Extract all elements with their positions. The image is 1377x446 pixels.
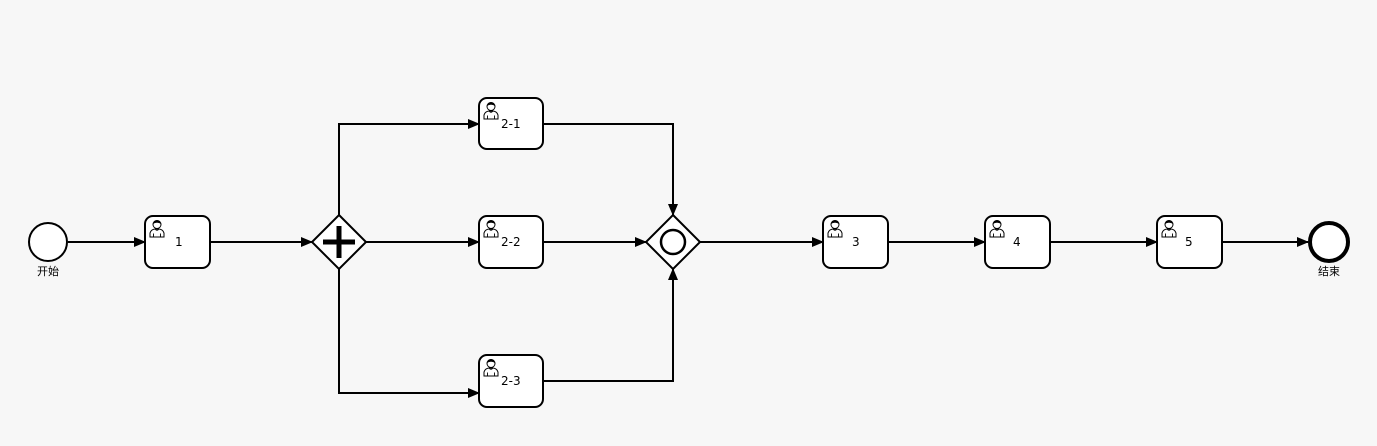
- flow-split-to-2-3[interactable]: [338, 269, 480, 398]
- sequence-flows: [68, 119, 1309, 398]
- flow-2-3-to-join[interactable]: [543, 268, 678, 382]
- task-2-2[interactable]: 2-2: [478, 215, 544, 269]
- plus-icon: [323, 226, 355, 258]
- inclusive-gateway-join[interactable]: [644, 213, 702, 271]
- flow-2-1-to-join[interactable]: [543, 123, 678, 216]
- parallel-gateway-split[interactable]: [310, 213, 368, 271]
- task-label: 2-1: [501, 117, 521, 131]
- task-2-3[interactable]: 2-3: [478, 354, 544, 408]
- task-label: 2-2: [501, 235, 521, 249]
- task-label: 1: [175, 235, 183, 249]
- task-label: 3: [852, 235, 860, 249]
- start-event-label: 开始: [37, 264, 59, 278]
- circle-icon: [659, 228, 687, 256]
- end-event[interactable]: 结束: [1308, 221, 1350, 278]
- task-label: 4: [1013, 235, 1021, 249]
- task-5[interactable]: 5: [1156, 215, 1223, 269]
- task-3[interactable]: 3: [822, 215, 889, 269]
- task-2-1[interactable]: 2-1: [478, 97, 544, 150]
- start-event[interactable]: 开始: [28, 222, 68, 278]
- end-event-label: 结束: [1318, 265, 1340, 278]
- task-1[interactable]: 1: [144, 215, 211, 269]
- task-4[interactable]: 4: [984, 215, 1051, 269]
- task-label: 5: [1185, 235, 1193, 249]
- task-label: 2-3: [501, 374, 521, 388]
- flow-split-to-2-1[interactable]: [338, 119, 480, 215]
